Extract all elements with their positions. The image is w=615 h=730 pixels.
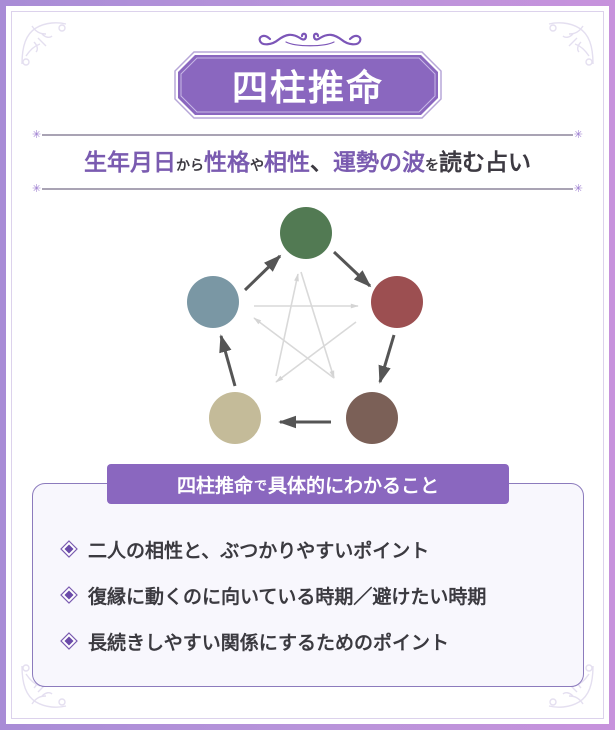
subtitle-segment: 生年月日 [84,149,176,176]
points-list: 二人の相性と、ぶつかりやすいポイント 復縁に動くのに向いている時期／避けたい時期… [60,526,486,664]
label-segment: 四柱推命 [176,474,253,497]
star-arrow [275,273,299,377]
list-item: 二人の相性と、ぶつかりやすいポイント [60,526,486,572]
subtitle-segment: 、 [310,149,333,176]
subtitle-segment: 相性 [264,149,310,176]
info-box-label: 四柱推命で具体的にわかること [107,464,509,504]
list-item: 復縁に動くのに向いている時期／避けたい時期 [60,572,486,618]
flourish-ornament-icon [256,29,364,49]
subtitle: 生年月日から性格や相性、運勢の波を読む占い [0,143,615,183]
subtitle-segment: を [425,158,439,174]
star-arrow [275,321,357,383]
element-node-right [371,276,423,328]
sparkle-icon: ✳ [573,128,583,141]
cycle-arrow [219,334,237,387]
subtitle-segment: から [176,158,204,174]
corner-ornament-icon [16,16,70,70]
star-arrow [253,317,335,379]
sparkle-icon: ✳ [32,182,42,195]
info-box [32,483,584,687]
diamond-bullet-icon [60,586,78,604]
divider-bottom: ✳ ✳ [32,182,583,195]
five-elements-diagram [170,200,450,460]
cycle-arrow [243,254,282,292]
subtitle-segment: や [250,158,264,174]
cycle-arrow [378,334,396,384]
star-arrow [300,271,335,379]
diamond-bullet-icon [60,632,78,650]
list-item-text: 復縁に動くのに向いている時期／避けたい時期 [88,585,487,608]
label-segment: で [253,478,267,494]
title-badge: 四柱推命 [174,51,442,119]
element-node-left [187,276,239,328]
element-node-top [280,207,332,259]
subtitle-segment: 読む占い [439,149,531,176]
sparkle-icon: ✳ [32,128,42,141]
subtitle-segment: 性格 [204,149,250,176]
label-segment: 具体的にわかること [268,474,440,497]
element-node-bottom-right [346,392,398,444]
sparkle-icon: ✳ [573,182,583,195]
element-node-bottom-left [209,392,261,444]
corner-ornament-icon [545,16,599,70]
divider-top: ✳ ✳ [32,128,583,141]
subtitle-segment: 運勢の波 [333,149,425,176]
page-title: 四柱推命 [231,67,384,109]
cycle-arrow [332,250,372,288]
inner-frame-line [11,11,604,719]
diamond-bullet-icon [60,540,78,558]
list-item-text: 長続きしやすい関係にするためのポイント [88,631,450,654]
list-item: 長続きしやすい関係にするためのポイント [60,618,486,664]
list-item-text: 二人の相性と、ぶつかりやすいポイント [88,539,430,562]
